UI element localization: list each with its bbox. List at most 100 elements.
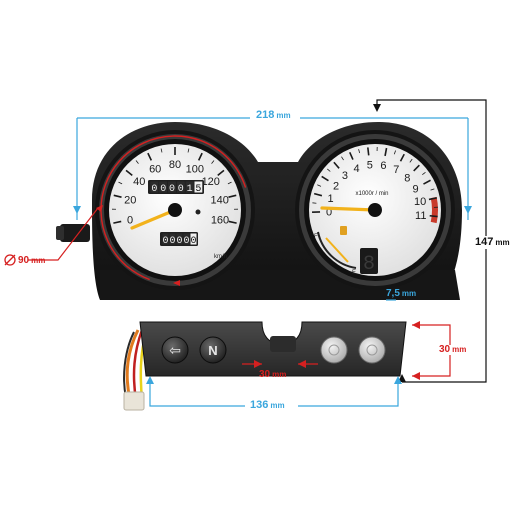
trip-digits-cell [183,233,190,245]
tachometer-tick [341,156,344,161]
bottom-width-value: 136 [250,399,269,411]
tachometer-tick [349,151,354,160]
gap-value: 30 [259,369,271,380]
turn-signal-icon: ⇦ [169,343,181,359]
offset-value: 7,5 [386,288,400,299]
speedometer-label: 20 [124,194,136,206]
tachometer-tick [358,149,361,154]
fuel-empty-label: E [352,270,356,276]
high-beam-icon [328,344,340,356]
gap-arrow-left [254,360,262,368]
odo-digits-cell [168,181,176,193]
speedometer-label: 0 [127,215,133,227]
speedometer-tick [135,160,139,164]
width-unit: mm [276,111,291,120]
speedometer-label: 40 [133,176,145,188]
oil-lamp [358,336,386,364]
tachometer-ticks [312,147,438,218]
speedometer-tick [227,181,232,185]
trip-digits-digit: 0 [162,236,168,247]
trip-digits-digit: 0 [169,236,175,247]
odo-digits-digit: 0 [151,184,157,195]
diameter-value: 90 [18,255,30,266]
gear-digit: 8 [363,253,375,276]
tachometer-label: 4 [353,163,359,175]
width-arrow-right [464,206,472,214]
trip-digits-cell [190,233,197,245]
speedometer-tick [160,148,163,153]
bottom-line-right [298,380,399,407]
speedometer-label: 100 [186,163,204,175]
rpm-unit-label: x1000r / min [355,191,388,197]
speedometer-tick [217,169,225,177]
diameter-arrow-bottom [173,280,180,286]
button-height-arrow-bottom [412,372,420,380]
indicator-lamps: ⇦ N [161,336,386,364]
trip-digits-digit: 0 [183,236,189,247]
bottom-width-unit: mm [270,401,285,410]
tachometer-tick [333,161,340,169]
tachometer-tick [409,158,413,163]
width-value: 218 [256,109,275,121]
gear-display [360,248,378,274]
tachometer-label: 8 [404,172,410,184]
speedometer-tick [211,160,215,164]
tachometer-label: 0 [326,207,332,219]
odo-digits-digit: 1 [187,184,193,195]
diameter-arc [100,135,250,285]
oil-icon [366,344,378,356]
dimension-lines [28,99,487,407]
button-height-value: 30 [439,344,451,355]
trip-reset-knob [195,209,201,215]
diameter-symbol-icon [4,254,16,266]
trip-reset-stem [56,224,90,242]
diameter-unit: mm [31,256,46,265]
high-beam-lamp [320,336,348,364]
tachometer-label: 9 [412,183,418,195]
tachometer-tick [423,179,431,185]
tachometer-label: 1 [328,193,334,205]
tachometer-tick [367,147,370,156]
tachometer-label: 7 [393,164,399,176]
tachometer-needle [320,206,377,212]
tachometer-redline [430,196,438,224]
tachometer-label: 2 [333,181,339,193]
fuel-pump-icon [340,226,347,235]
tachometer-tick [399,153,405,162]
neutral-icon: N [208,343,217,358]
tachometer-tick [430,188,435,191]
height-value: 147 [475,236,494,248]
trip-digits-digit: 0 [176,236,182,247]
speedometer-tick [197,152,203,161]
trip-digits-digit: 0 [190,236,196,247]
speed-unit-label: km/h [214,254,227,260]
tachometer-tick [313,192,323,197]
odo-digits-cell [185,181,194,193]
trip-digits-cell [169,233,176,245]
tachometer-tick [413,164,420,172]
tachometer-hub [368,203,382,217]
fuel-gauge-arc [317,231,357,269]
speedometer-label: 80 [169,159,181,171]
diameter-leader [28,207,99,261]
offset-unit: mm [401,289,417,298]
tachometer-tick [429,214,438,218]
speedometer-tick [147,152,153,161]
tachometer-tick [321,175,329,182]
trip-digits-cell [162,233,169,245]
height-unit: mm [495,238,510,247]
indicator-tray [139,321,407,377]
tachometer-tick [422,172,426,176]
odo-digits-cell [176,181,185,193]
gap-unit: mm [272,370,287,379]
